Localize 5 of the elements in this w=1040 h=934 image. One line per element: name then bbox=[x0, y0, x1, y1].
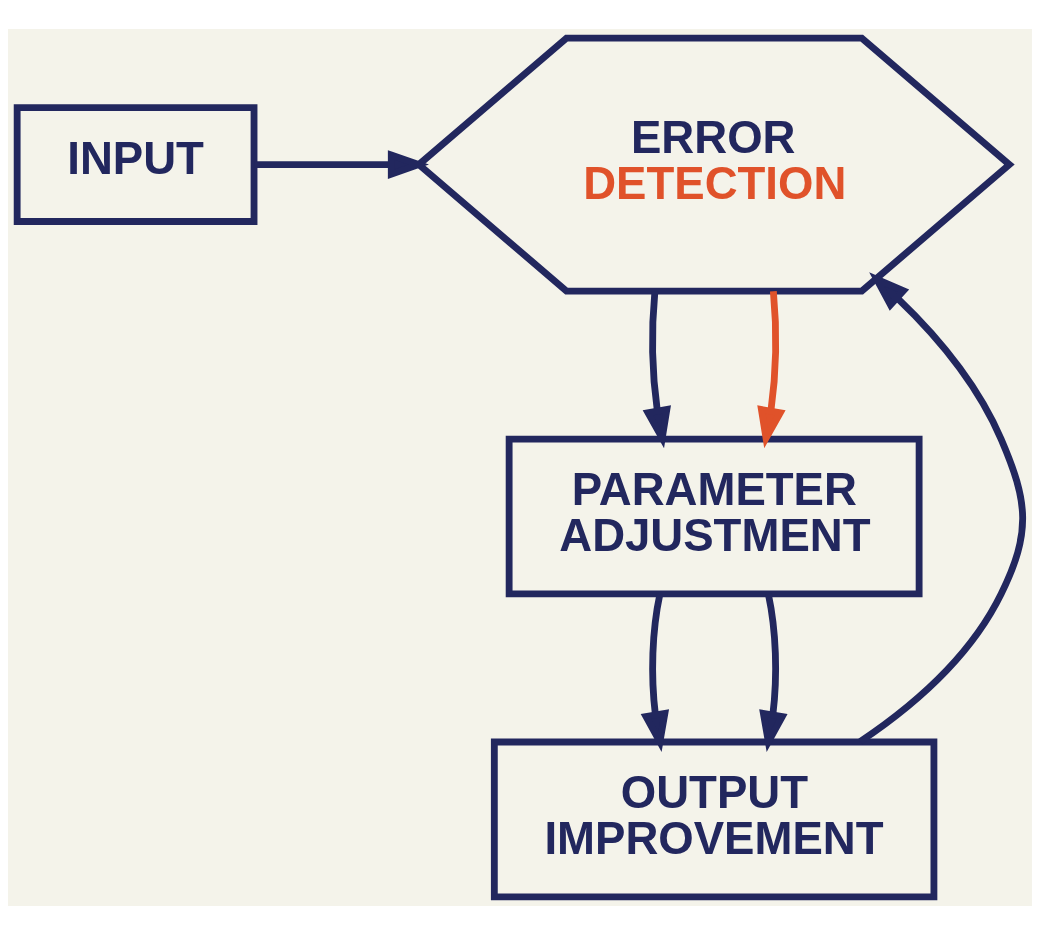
node-box: OUTPUT IMPROVEMENT bbox=[490, 738, 938, 900]
arrow bbox=[757, 290, 786, 448]
node-box: PARAMETER ADJUSTMENT bbox=[505, 435, 923, 597]
node-box: INPUT bbox=[13, 103, 258, 225]
arrow bbox=[254, 149, 429, 179]
